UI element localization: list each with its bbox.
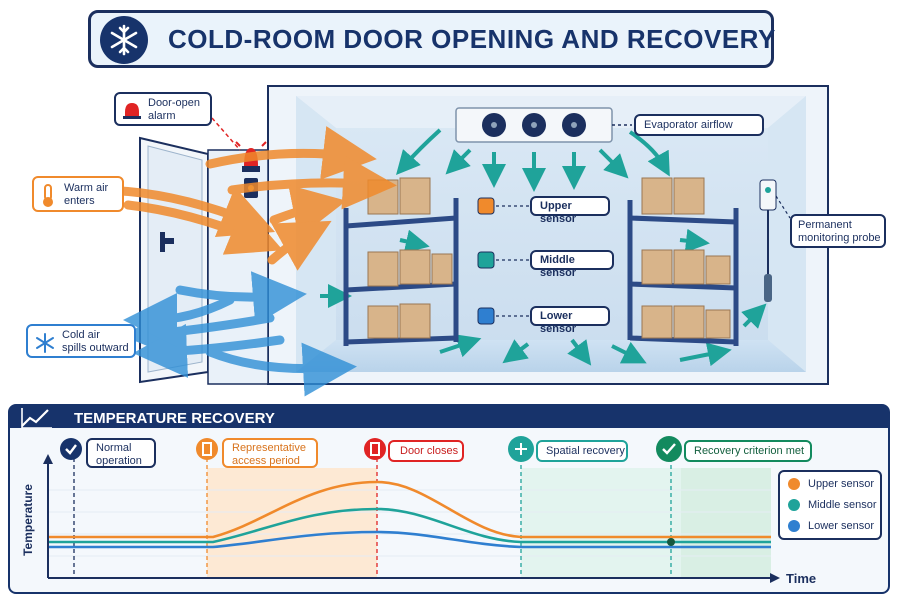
cold-room-illustration [91,85,829,397]
cold-air-callout: Cold air spills outward [26,324,136,358]
door-alarm-callout: Door-open alarm [114,92,212,126]
probe-callout: Permanent monitoring probe [790,214,886,248]
lower-sensor-curve [48,530,771,549]
sensor-upper [477,197,495,215]
alarm-light-icon [123,103,141,119]
evaporator-callout: Evaporator airflow [634,114,764,136]
recovery-point-marker [667,538,675,546]
chart-legend: Upper sensor Middle sensor Lower sensor [778,470,882,540]
phase-spatial-recovery: Spatial recovery [536,440,628,462]
check-icon [60,438,82,460]
recovery-panel-header [8,404,890,432]
title-banner [88,10,774,68]
sensor-middle [477,251,495,269]
upper-sensor-label: Upper sensor [530,196,610,225]
sensor-lower [477,307,495,325]
warm-air-callout: Warm air enters [32,176,124,212]
access-period-band [207,468,377,578]
criterion-band [681,468,771,578]
recovery-arrows-icon [508,436,534,462]
panel-title: TEMPERATURE RECOVERY [74,410,275,427]
recovery-band [521,468,681,578]
thermometer-icon [43,184,53,207]
snowflake-icon [36,333,54,353]
legend-swatch-lower [788,520,800,532]
middle-sensor-curve [48,507,771,544]
page-title: COLD-ROOM DOOR OPENING AND RECOVERY [168,24,776,54]
phase-door-closes: Door closes [388,440,464,462]
door-icon [196,438,218,460]
door-icon [364,438,386,460]
legend-swatch-middle [788,499,800,511]
y-axis-label: Temperature [21,484,35,556]
recovery-chart: Temperature Time [21,454,816,586]
upper-sensor-curve [48,480,771,539]
snowflake-icon [100,16,148,64]
check-icon [656,436,682,462]
trend-chart-icon [21,408,52,429]
x-axis-label: Time [786,571,816,586]
phase-criterion-met: Recovery criterion met [684,440,812,462]
middle-sensor-label: Middle sensor [530,250,614,279]
lower-sensor-label: Lower sensor [530,306,610,335]
legend-swatch-upper [788,478,800,490]
